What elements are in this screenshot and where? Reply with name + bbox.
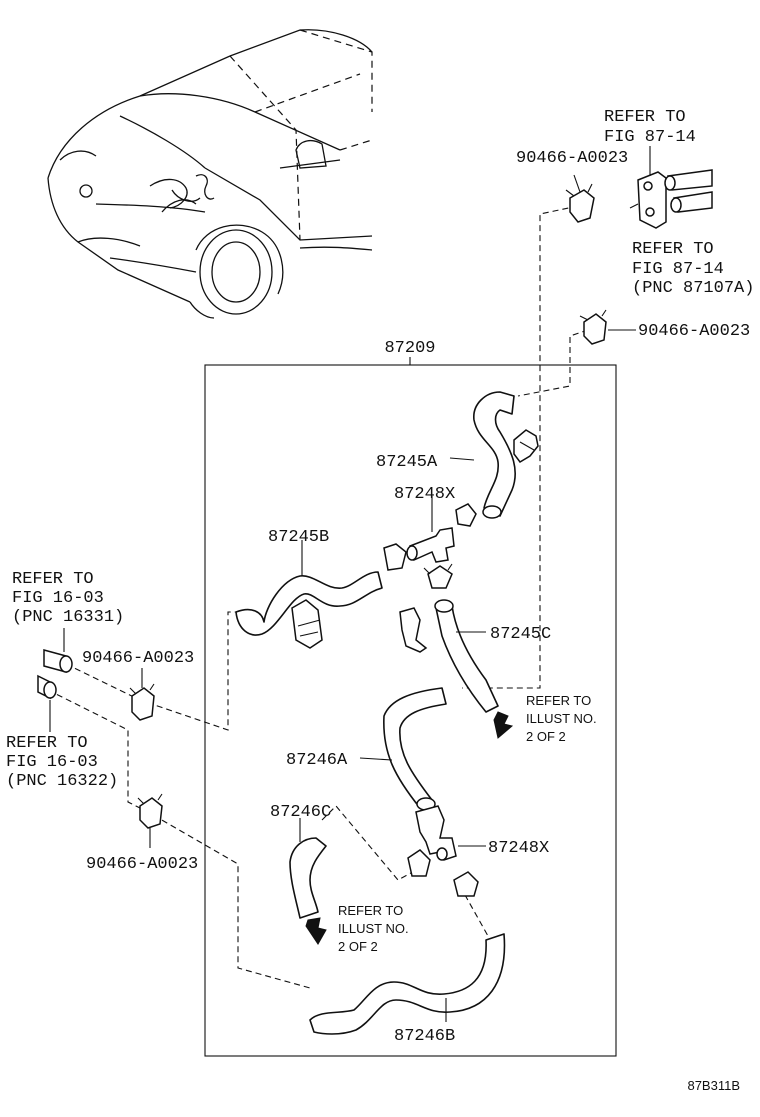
ref-line: REFER TO (526, 693, 591, 708)
ref-top-right-1: REFER TO FIG 87-14 (604, 108, 696, 176)
leader-lines (299, 457, 486, 1022)
ref-line: FIG 87-14 (604, 128, 696, 147)
label-87245C: 87245C (490, 625, 551, 644)
label-clamp-right: 90466-A0023 (638, 322, 750, 341)
label-87245A: 87245A (376, 453, 438, 472)
arrow-down-icon (305, 917, 327, 945)
label-clamp-left-lower: 90466-A0023 (86, 855, 198, 874)
ref-line: REFER TO (6, 734, 88, 753)
assembly-part-number: 87209 (384, 339, 435, 358)
label-87248X-upper: 87248X (394, 485, 455, 504)
ref-line: ILLUST NO. (338, 921, 409, 936)
ref-left-2: REFER TO FIG 16-03 (PNC 16322) (6, 734, 118, 791)
ref-line: REFER TO (632, 240, 714, 259)
hose-87246C (289, 837, 327, 919)
label-87246C: 87246C (270, 803, 331, 822)
ref-line: REFER TO (604, 108, 686, 127)
engine-pipe-ends (37, 628, 73, 732)
clamp-left-upper (129, 668, 155, 721)
arrow-down-icon (493, 711, 514, 739)
ref-line: ILLUST NO. (526, 711, 597, 726)
ref-top-right-2: REFER TO FIG 87-14 (PNC 87107A) (632, 240, 754, 298)
hose-87245B (235, 571, 383, 636)
ref-line: FIG 16-03 (12, 589, 104, 608)
label-87245B: 87245B (268, 528, 329, 547)
ref-line: 2 OF 2 (338, 939, 378, 954)
ref-line: REFER TO (12, 570, 94, 589)
illustration-code: 87B311B (687, 1078, 740, 1093)
ref-illust-a: REFER TO ILLUST NO. 2 OF 2 (526, 693, 597, 744)
clamp-mid-cluster (291, 429, 539, 653)
label-87246B: 87246B (394, 1027, 455, 1046)
ref-line: REFER TO (338, 903, 403, 918)
clamp-top-right (565, 174, 595, 223)
ref-line: FIG 16-03 (6, 753, 98, 772)
ref-line: FIG 87-14 (632, 260, 724, 279)
tee-upper (383, 503, 477, 589)
clamp-left-lower (137, 793, 163, 848)
hose-87246B (309, 933, 506, 1035)
label-87248X-lower: 87248X (488, 839, 549, 858)
ref-line: (PNC 87107A) (632, 279, 754, 298)
label-clamp-left-upper: 90466-A0023 (82, 649, 194, 668)
clamp-right (579, 309, 636, 345)
ref-line: (PNC 16322) (6, 772, 118, 791)
label-87246A: 87246A (286, 751, 348, 770)
ref-line: (PNC 16331) (12, 608, 124, 627)
ref-line: 2 OF 2 (526, 729, 566, 744)
hose-87245A (473, 391, 516, 519)
ref-illust-b: REFER TO ILLUST NO. 2 OF 2 (338, 903, 409, 954)
hose-87246A (383, 687, 447, 811)
tee-lower (407, 805, 479, 897)
ref-left-1: REFER TO FIG 16-03 (PNC 16331) (12, 570, 124, 627)
label-clamp-top-right: 90466-A0023 (516, 149, 628, 168)
vehicle-illustration (47, 29, 373, 319)
heater-pipes (629, 169, 713, 229)
hose-87245C (434, 599, 499, 713)
